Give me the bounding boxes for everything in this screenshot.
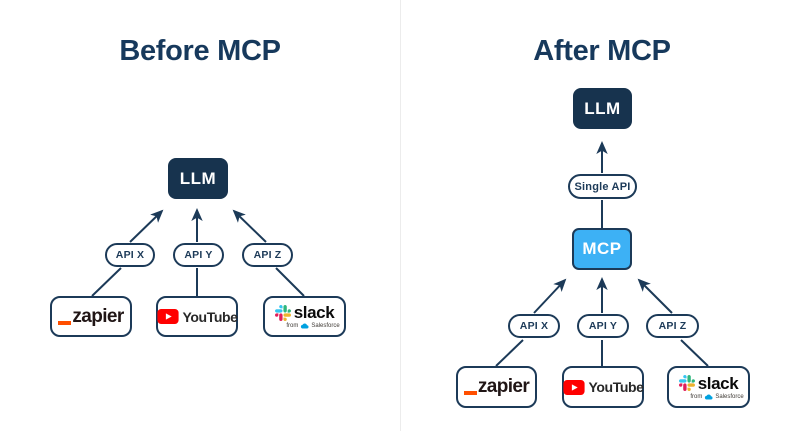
before-mcp-title: Before MCP: [119, 35, 281, 67]
after-api-x-pill: API X: [508, 314, 560, 338]
slack-logo: slack from Salesforce: [269, 304, 340, 329]
zapier-underscore-icon: [463, 391, 477, 395]
youtube-play-icon: [156, 309, 179, 324]
before-youtube-box: YouTube: [156, 296, 238, 337]
slack-logo: slack from Salesforce: [673, 375, 744, 400]
after-zapier-box: zapier: [456, 366, 537, 408]
before-slack-box: slack from Salesforce: [263, 296, 346, 337]
youtube-logo: YouTube: [156, 309, 238, 325]
youtube-logo: YouTube: [562, 379, 644, 395]
slack-hash-icon: [678, 375, 695, 391]
before-api-z-pill: API Z: [242, 243, 293, 267]
vertical-divider: [400, 0, 401, 431]
after-api-z-pill: API Z: [646, 314, 699, 338]
slack-salesforce-subtext: from Salesforce: [690, 393, 744, 400]
slack-salesforce-subtext: from Salesforce: [286, 323, 340, 329]
zapier-underscore-icon: [58, 320, 72, 325]
before-zapier-box: zapier: [50, 296, 132, 337]
single-api-pill: Single API: [568, 174, 637, 199]
before-api-y-pill: API Y: [173, 243, 224, 267]
salesforce-cloud-icon: [301, 323, 309, 329]
zapier-logo: zapier: [463, 376, 530, 398]
after-slack-box: slack from Salesforce: [667, 366, 750, 408]
youtube-play-icon: [562, 379, 585, 395]
after-mcp-title: After MCP: [533, 35, 671, 67]
after-llm-node: LLM: [573, 88, 632, 129]
after-api-y-pill: API Y: [577, 314, 629, 338]
mcp-node: MCP: [572, 228, 632, 270]
before-api-x-pill: API X: [105, 243, 155, 267]
after-youtube-box: YouTube: [562, 366, 644, 408]
salesforce-cloud-icon: [705, 394, 713, 400]
slack-hash-icon: [274, 304, 291, 321]
zapier-logo: zapier: [58, 306, 124, 328]
before-llm-node: LLM: [168, 158, 228, 199]
